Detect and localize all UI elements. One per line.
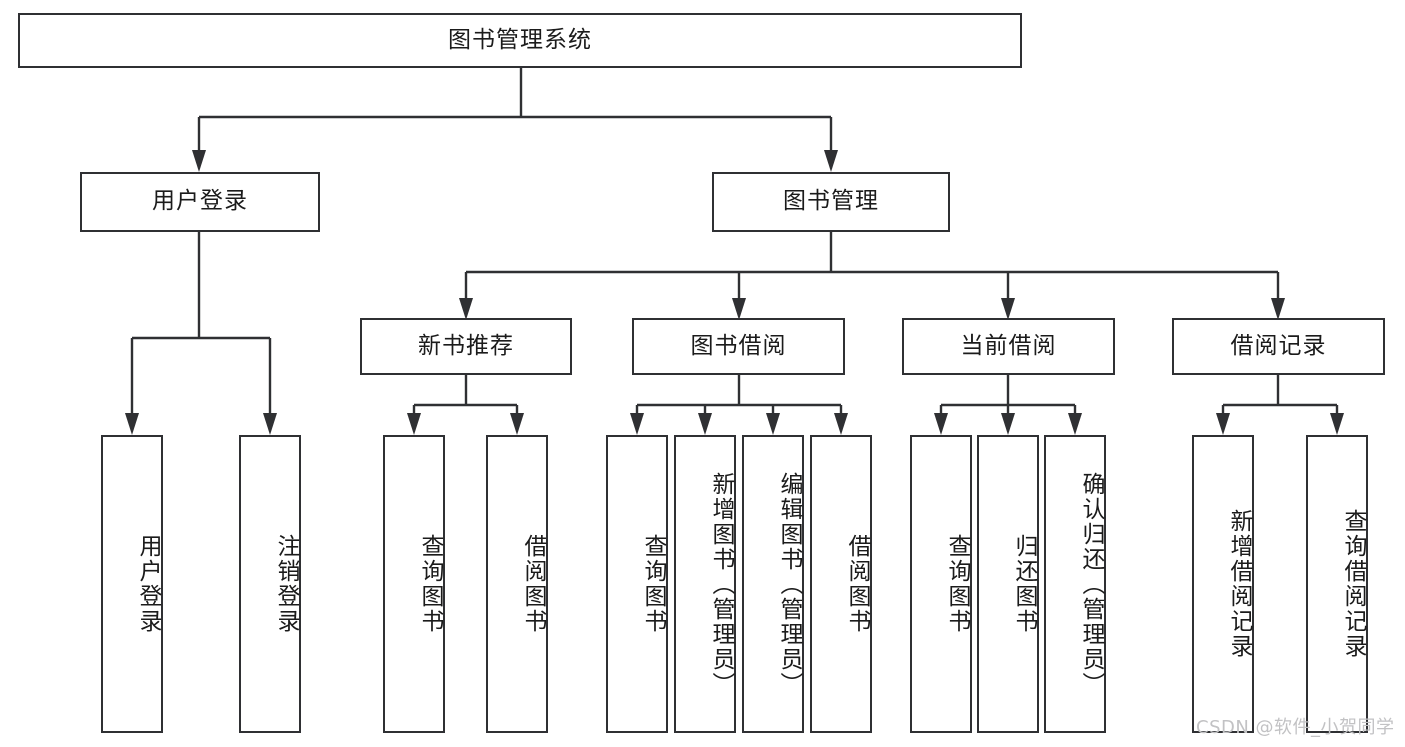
node-borrow-record[interactable]: 借阅记录 (1172, 318, 1385, 375)
node-label: 编辑图书（管理员） (776, 471, 802, 697)
leaf-edit-book-admin[interactable]: 编辑图书（管理员） (742, 435, 804, 733)
node-label: 查询图书 (640, 534, 666, 634)
node-label: 借阅图书 (844, 534, 870, 634)
node-label: 注销登录 (273, 534, 299, 634)
node-book-management-system[interactable]: 图书管理系统 (18, 13, 1022, 68)
node-label: 确认归还（管理员） (1078, 471, 1104, 697)
node-new-book-recommend[interactable]: 新书推荐 (360, 318, 572, 375)
leaf-return-book[interactable]: 归还图书 (977, 435, 1039, 733)
leaf-query-book-recommend[interactable]: 查询图书 (383, 435, 445, 733)
leaf-add-book-admin[interactable]: 新增图书（管理员） (674, 435, 736, 733)
node-label: 新增借阅记录 (1226, 509, 1252, 659)
node-current-borrow[interactable]: 当前借阅 (902, 318, 1115, 375)
csdn-watermark: CSDN @软件_小贺同学 (1196, 717, 1395, 738)
leaf-borrow-book-recommend[interactable]: 借阅图书 (486, 435, 548, 733)
leaf-query-book-current[interactable]: 查询图书 (910, 435, 972, 733)
node-label: 图书管理系统 (448, 26, 592, 53)
node-label: 查询借阅记录 (1340, 509, 1366, 659)
node-label: 归还图书 (1011, 534, 1037, 634)
leaf-query-borrow-record[interactable]: 查询借阅记录 (1306, 435, 1368, 733)
node-label: 用户登录 (135, 534, 161, 634)
leaf-query-book-borrow[interactable]: 查询图书 (606, 435, 668, 733)
node-label: 当前借阅 (960, 332, 1057, 359)
node-label: 借阅记录 (1230, 332, 1327, 359)
node-label: 图书借阅 (690, 332, 787, 359)
leaf-add-borrow-record[interactable]: 新增借阅记录 (1192, 435, 1254, 733)
node-user-login[interactable]: 用户登录 (80, 172, 320, 232)
leaf-logout[interactable]: 注销登录 (239, 435, 301, 733)
node-label: 图书管理 (783, 188, 879, 215)
leaf-confirm-return-admin[interactable]: 确认归还（管理员） (1044, 435, 1106, 733)
node-label: 查询图书 (417, 534, 443, 634)
node-label: 新增图书（管理员） (708, 471, 734, 697)
node-label: 新书推荐 (418, 332, 514, 359)
node-book-management[interactable]: 图书管理 (712, 172, 950, 232)
node-label: 用户登录 (152, 188, 248, 215)
leaf-borrow-book[interactable]: 借阅图书 (810, 435, 872, 733)
node-label: 借阅图书 (520, 534, 546, 634)
leaf-user-login[interactable]: 用户登录 (101, 435, 163, 733)
node-book-borrow[interactable]: 图书借阅 (632, 318, 845, 375)
node-label: 查询图书 (944, 534, 970, 634)
